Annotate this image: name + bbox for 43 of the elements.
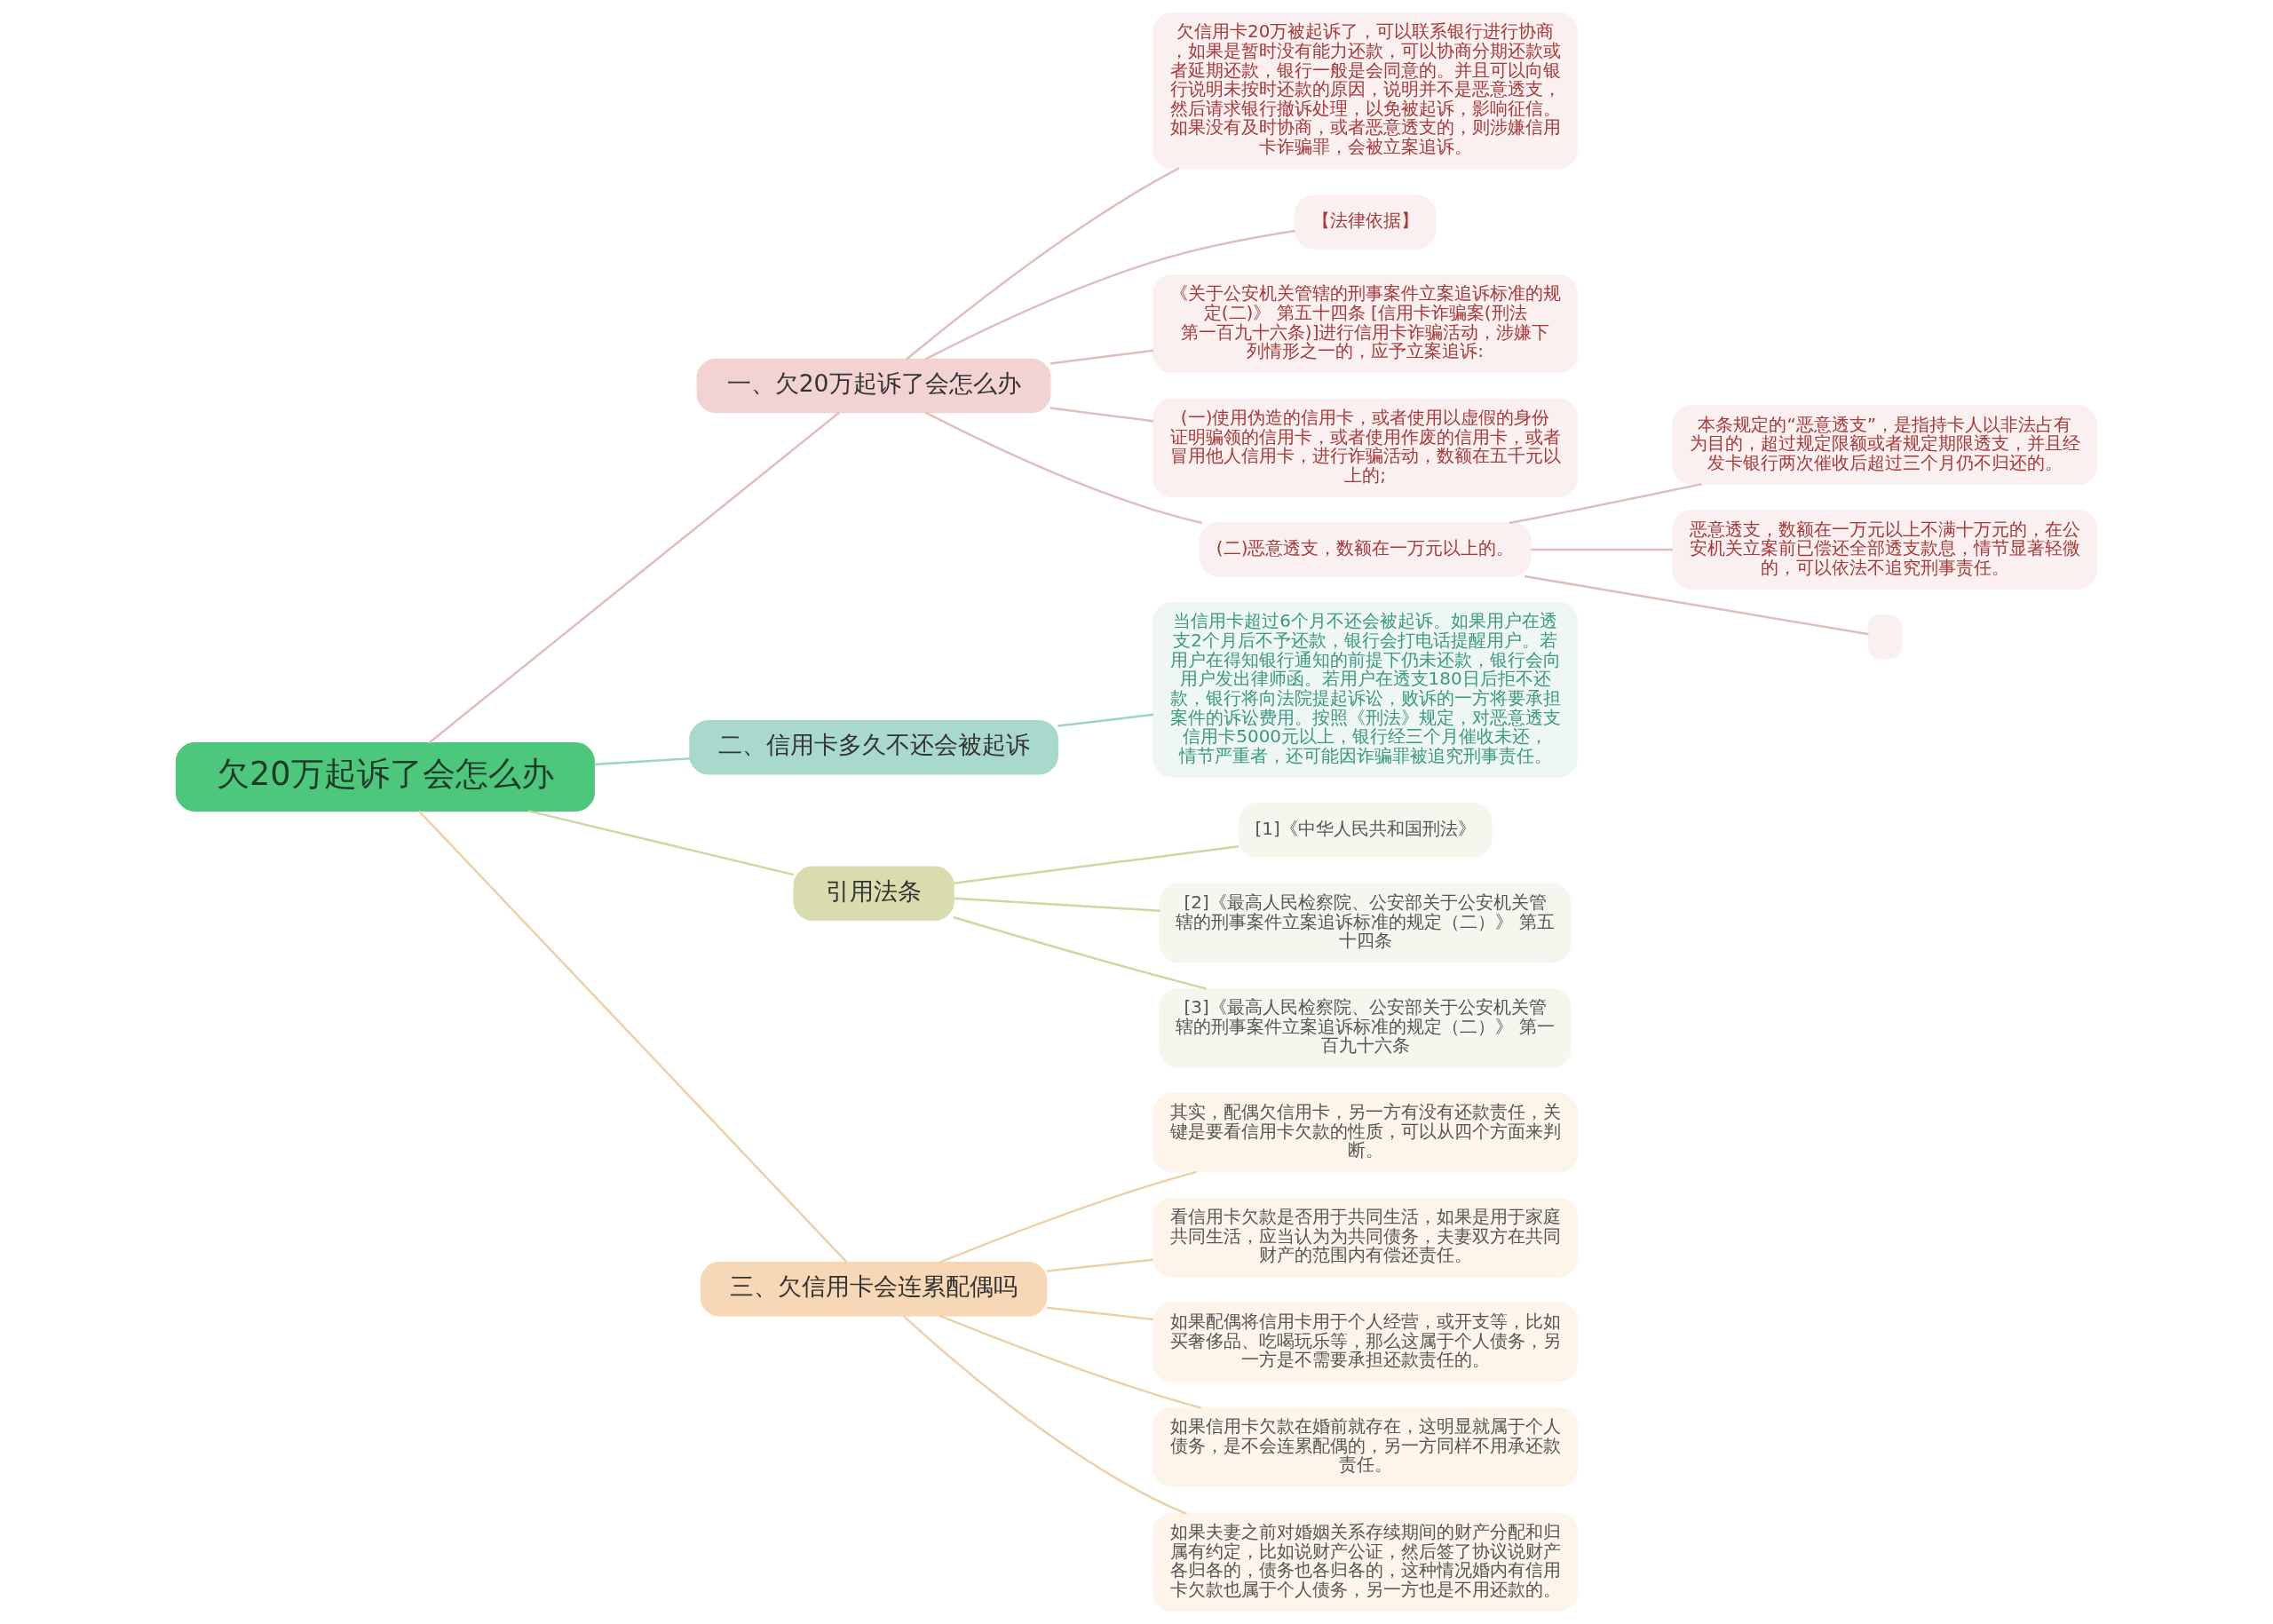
connector xyxy=(902,1314,1187,1515)
node-box: (二)恶意透支，数额在一万元以上的。 xyxy=(1199,522,1532,577)
node-box: 欠20万起诉了会怎么办 xyxy=(175,741,595,812)
node-box xyxy=(1867,614,1902,660)
connector xyxy=(527,810,795,876)
connector xyxy=(594,757,691,765)
connector xyxy=(417,810,848,1264)
connector xyxy=(1046,1306,1153,1321)
connector xyxy=(1057,713,1154,727)
connector xyxy=(906,167,1180,360)
connector xyxy=(953,915,1207,990)
connector xyxy=(939,1314,1201,1409)
connector xyxy=(1531,548,1673,551)
connector xyxy=(939,1170,1197,1264)
node-box: [3]《最高人民检察院、公安部关于公安机关管辖的刑事案件立案追诉标准的规定（二）》 第一百九十六条 xyxy=(1159,987,1572,1068)
node-box: 三、欠信用卡会连累配偶吗 xyxy=(700,1262,1048,1317)
node-box: (一)使用伪造的信用卡，或者使用以虚假的身份证明骗领的信用卡，或者使用作废的信用卡，或者冒用他人信用卡，进行诈骗活动，数额在五千元以上的; xyxy=(1152,398,1579,497)
connector xyxy=(1509,482,1702,525)
node-box: [2]《最高人民检察院、公安部关于公安机关管辖的刑事案件立案追诉标准的规定（二）》 第五十四条 xyxy=(1159,883,1572,963)
node-box: 本条规定的“恶意透支”，是指持卡人以非法占有为目的，超过规定限额或者规定期限透支，并且经发卡银行两次催收后超过三个月仍不归还的。 xyxy=(1672,405,2098,485)
node-box: 欠信用卡20万被起诉了，可以联系银行进行协商，如果是暂时没有能力还款，可以协商分期还款或者延期还款，银行一般是会同意的。并且可以向银行说明未按时还款的原因，说明并不是恶意透支，然后请求银行撤诉处理，以免被起诉，影响征信。如果没有及时协商，或者恶意透支的，则涉嫌信用卡诈骗罪，会被立案追诉。 xyxy=(1152,12,1579,170)
connector xyxy=(924,229,1295,360)
connector xyxy=(924,411,1203,525)
node-box: 如果信用卡欠款在婚前就存在，这明显就属于个人债务，是不会连累配偶的，另一方同样不用承还款责任。 xyxy=(1152,1406,1579,1487)
node-box: 如果夫妻之前对婚姻关系存续期间的财产分配和归属有约定，比如说财产公证，然后签了协议说财产各归各的，债务也各归各的，这种情况婚内有信用卡欠款也属于个人债务，另一方也是不用还款的。 xyxy=(1152,1512,1579,1612)
node-box: 二、信用卡多久不还会被起诉 xyxy=(689,720,1058,775)
node-box: 《关于公安机关管辖的刑事案件立案追诉标准的规定(二)》 第五十四条 [信用卡诈骗案(刑法第一百九十六条)]进行信用卡诈骗活动，涉嫌下列情形之一的，应予立案追诉: xyxy=(1152,274,1579,374)
node-box: 其实，配偶欠信用卡，另一方有没有还款责任，关键是要看信用卡欠款的性质，可以从四个方面来判断。 xyxy=(1152,1092,1579,1173)
connector xyxy=(1049,407,1154,423)
connector xyxy=(954,844,1239,885)
connector xyxy=(1049,349,1154,365)
connector xyxy=(428,411,840,744)
node-box: 引用法条 xyxy=(793,866,954,922)
node-box: 【法律依据】 xyxy=(1294,194,1437,250)
node-box: [1]《中华人民共和国刑法》 xyxy=(1238,803,1493,858)
connector xyxy=(954,897,1160,912)
connector xyxy=(1524,574,1869,636)
node-box: 当信用卡超过6个月不还会被起诉。如果用户在透支2个月后不予还款，银行会打电话提醒用户。若用户在得知银行通知的前提下仍未还款，银行会向用户发出律师函。若用户在透支180日后拒不还款，银行将向法院提起诉讼，败诉的一方将要承担案件的诉讼费用。按照《刑法》规定，对恶意透支信用卡5000元以上，银行经三个月催收未还，情节严重者，还可能因诈骗罪被追究刑事责任。 xyxy=(1152,602,1579,778)
node-box: 一、欠20万起诉了会怎么办 xyxy=(696,358,1051,414)
node-box: 看信用卡欠款是否用于共同生活，如果是用于家庭共同生活，应当认为为共同债务，夫妻双方在共同财产的范围内有偿还责任。 xyxy=(1152,1197,1579,1278)
node-box: 如果配偶将信用卡用于个人经营，或开支等，比如买奢侈品、吃喝玩乐等，那么这属于个人债务，另一方是不需要承担还款责任的。 xyxy=(1152,1302,1579,1382)
connector xyxy=(1046,1258,1153,1272)
node-box: 恶意透支，数额在一万元以上不满十万元的，在公安机关立案前已偿还全部透支款息，情节显著轻微的，可以依法不追究刑事责任。 xyxy=(1672,510,2098,590)
